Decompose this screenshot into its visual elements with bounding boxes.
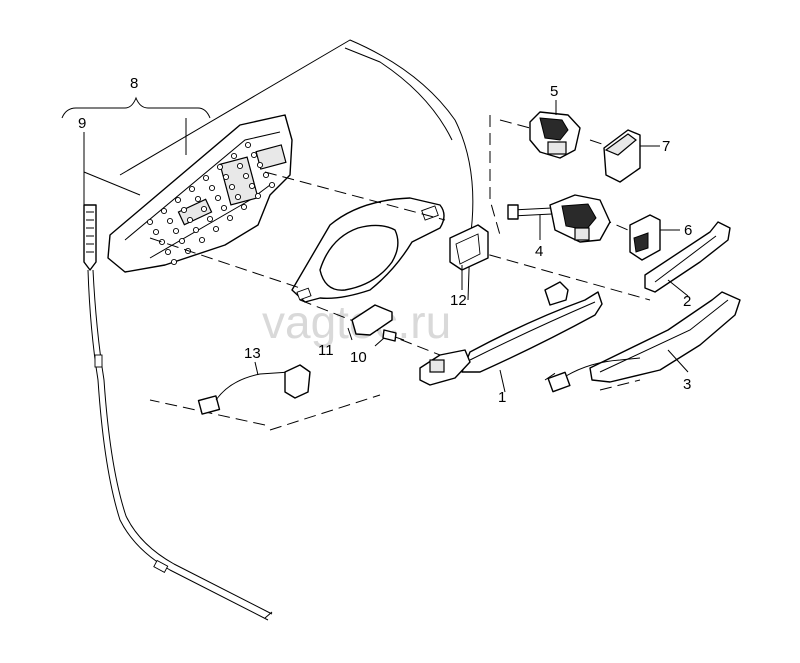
carrier-hole <box>208 184 216 192</box>
callout-7: 7 <box>662 138 670 155</box>
carrier-hole <box>222 173 230 181</box>
carrier-hole <box>200 205 208 213</box>
carrier-hole <box>178 237 186 245</box>
callout-8: 8 <box>130 75 138 92</box>
sensor-wiring <box>197 364 311 415</box>
carrier-hole <box>180 206 188 214</box>
handle-bracket <box>419 349 471 386</box>
carrier-hole <box>216 163 224 171</box>
carrier-hole <box>206 215 214 223</box>
carrier-hole <box>244 141 252 149</box>
carrier-hole <box>220 204 228 212</box>
carrier-hole <box>192 226 200 234</box>
carrier-hole <box>212 225 220 233</box>
carrier-hole <box>172 227 180 235</box>
handle-recess <box>291 197 445 303</box>
carrier-holes <box>146 141 276 266</box>
carrier-hole <box>164 248 172 256</box>
door-panel-outline <box>119 39 474 301</box>
callout-4: 4 <box>535 243 543 260</box>
carrier-hole <box>226 214 234 222</box>
leader-lines <box>83 100 689 393</box>
outer-handle-shell <box>589 291 741 383</box>
outer-door-handle <box>461 281 603 373</box>
carrier-hole <box>228 183 236 191</box>
callout-labels: 1 2 3 4 5 6 7 8 9 10 11 12 13 <box>78 75 692 406</box>
carrier-hole <box>256 161 264 169</box>
callout-12: 12 <box>450 292 467 309</box>
carrier-hole <box>166 217 174 225</box>
carrier-hole <box>170 258 178 266</box>
carrier-hole <box>240 203 248 211</box>
screw <box>382 329 405 342</box>
callout-6: 6 <box>684 222 692 239</box>
bowden-cable <box>83 204 273 621</box>
carrier-hole <box>194 195 202 203</box>
carrier-hole <box>146 218 154 226</box>
carrier-hole <box>188 185 196 193</box>
carrier-hole <box>214 194 222 202</box>
callout-13: 13 <box>244 345 261 362</box>
callout-1: 1 <box>498 389 506 406</box>
callout-9: 9 <box>78 115 86 132</box>
gasket <box>449 224 489 271</box>
carrier-hole <box>158 238 166 246</box>
callout-3: 3 <box>683 376 691 393</box>
carrier-hole <box>198 236 206 244</box>
handle-wire-harness <box>547 357 641 393</box>
seal <box>351 304 393 336</box>
carrier-hole <box>186 216 194 224</box>
carrier-hole <box>248 182 256 190</box>
carrier-hole <box>202 174 210 182</box>
carrier-hole <box>268 181 276 189</box>
callout-5: 5 <box>550 83 558 100</box>
callout-2: 2 <box>683 293 691 310</box>
carrier-hole <box>174 196 182 204</box>
callout-8-bracket <box>61 96 211 119</box>
cover-cap <box>603 129 641 183</box>
carrier-hole <box>236 162 244 170</box>
handle-cover <box>644 221 731 293</box>
carrier-hole <box>230 152 238 160</box>
lock-cylinder-housing <box>529 111 581 159</box>
carrier-hole <box>250 151 258 159</box>
carrier-hole <box>152 228 160 236</box>
lock-cylinder <box>507 194 611 243</box>
callout-10: 10 <box>350 349 367 366</box>
callout-11: 11 <box>318 342 334 359</box>
carrier-hole <box>242 172 250 180</box>
lock-cap <box>629 214 661 261</box>
carrier-hole <box>160 207 168 215</box>
carrier-hole <box>234 193 242 201</box>
carrier-hole <box>254 192 262 200</box>
